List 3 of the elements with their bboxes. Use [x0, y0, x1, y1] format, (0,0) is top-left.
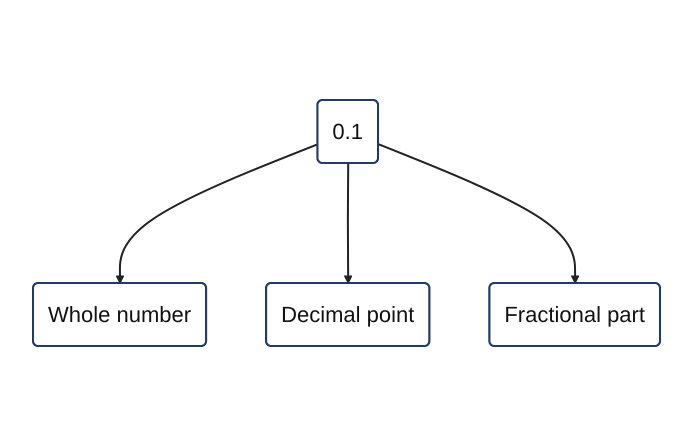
arrow: [344, 163, 353, 284]
arrow: [116, 143, 318, 284]
arrow: [378, 143, 580, 284]
